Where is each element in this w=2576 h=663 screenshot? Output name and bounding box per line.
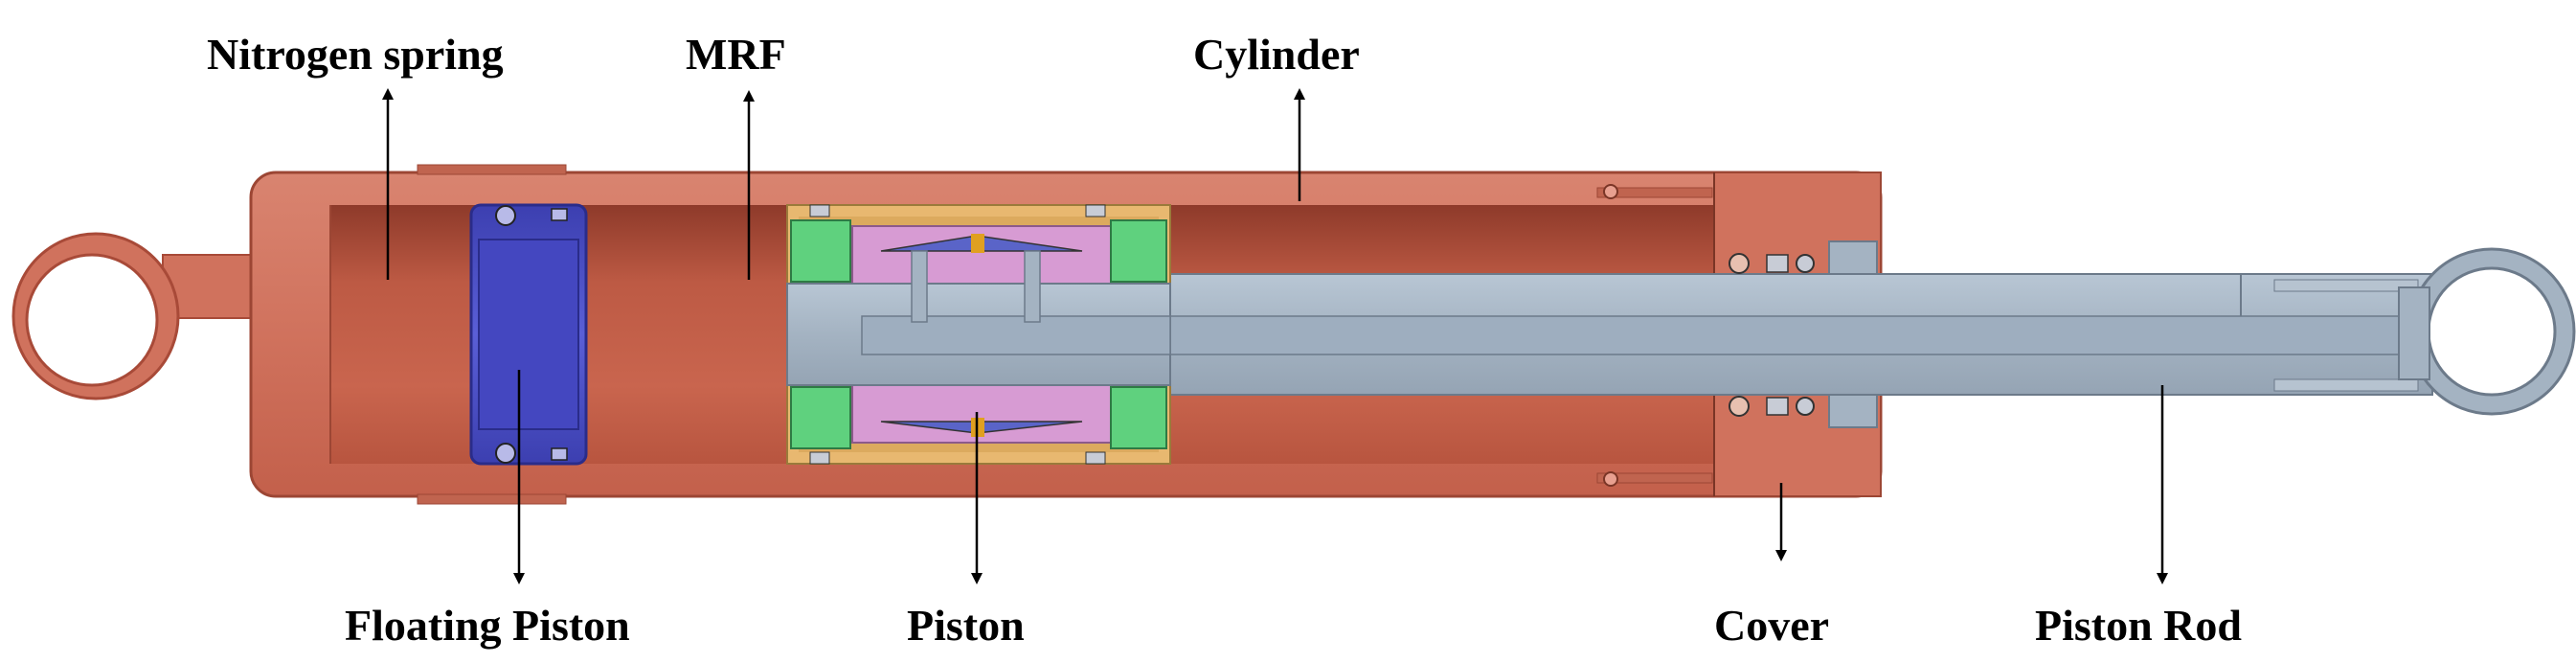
label-cylinder: Cylinder [1193, 30, 1360, 79]
label-nitrogen-spring: Nitrogen spring [207, 30, 504, 79]
cover-seals [1729, 240, 1878, 428]
label-mrf: MRF [686, 30, 786, 79]
label-floating-piston: Floating Piston [345, 601, 630, 650]
left-eye-mount [11, 232, 260, 400]
label-piston-rod: Piston Rod [2035, 601, 2242, 650]
piston-assembly [786, 204, 1171, 465]
right-eye-mount [2398, 247, 2576, 416]
label-piston: Piston [907, 601, 1025, 650]
leader-arrows [382, 88, 2168, 584]
label-cover: Cover [1714, 601, 1830, 650]
floating-piston [469, 203, 588, 466]
